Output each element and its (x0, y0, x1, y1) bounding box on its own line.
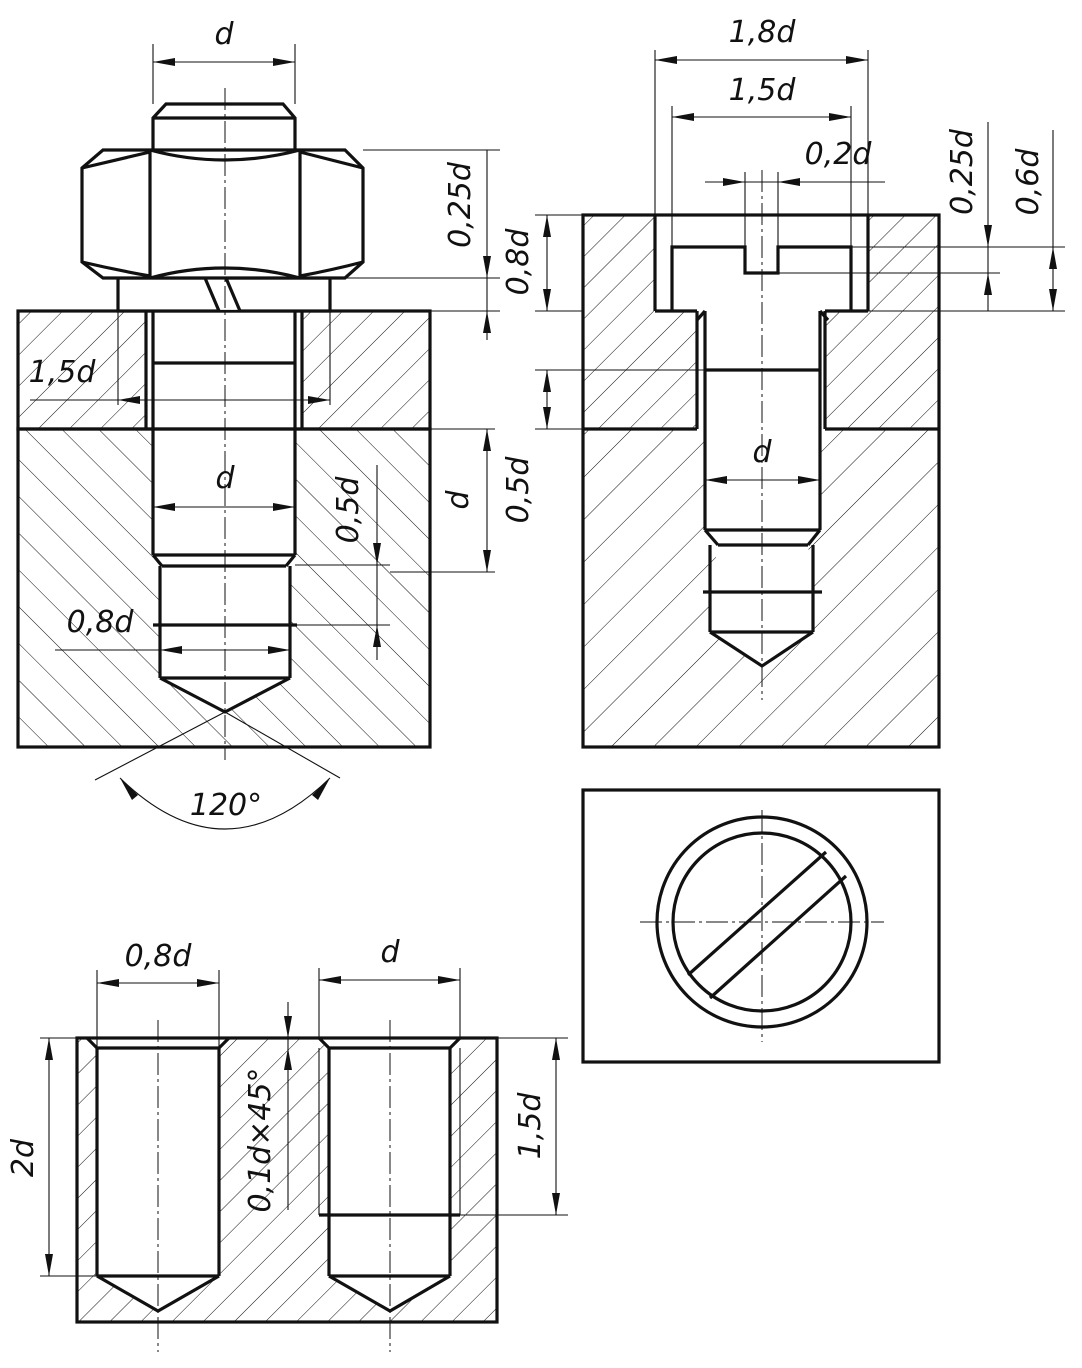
dim-chamfer: 0,1d×45° (243, 1067, 278, 1212)
upper-plate-hatch-left (18, 311, 146, 429)
dim-025d-washer: 0,25d (443, 161, 478, 248)
dim-d-shank: d (215, 461, 235, 496)
dim-angle-120: 120° (190, 788, 262, 823)
holes-block-outline (75, 1036, 499, 1324)
dim-08d-side: 0,8d (501, 228, 536, 296)
screw-top-view (581, 788, 941, 1064)
top-view-frame (581, 788, 941, 1064)
dim-05d-engagement: 0,5d (501, 456, 536, 524)
screw-block-outline (581, 213, 941, 749)
dim-15d-head: 1,5d (729, 73, 797, 108)
dim-15d-thread: 1,5d (513, 1092, 548, 1160)
lower-block-outline (16, 427, 432, 749)
dim-08d-tap: 0,8d (67, 605, 135, 640)
dim-18d: 1,8d (729, 15, 797, 50)
dim-02d-slot: 0,2d (805, 137, 873, 172)
upper-plate-hatch-right (302, 311, 430, 429)
hex-nut (80, 148, 365, 280)
screw-assembly-view: 1,8d 1,5d 0,2d 0,25d 0,6d (535, 15, 1065, 749)
bolt-end (151, 102, 297, 157)
lower-block-hatch-right (295, 429, 430, 747)
dim-08d-drill: 0,8d (125, 939, 193, 974)
bolt-assembly-view: d 0,25d 0,8d 1,5d d 0,5d d (16, 17, 536, 830)
dim-2d: 2d (6, 1138, 41, 1177)
dim-d-engagement: d (441, 490, 476, 510)
dim-06d-head: 0,6d (1011, 148, 1046, 216)
dim-025d-slot: 0,25d (945, 128, 980, 215)
dim-15d-washer: 1,5d (29, 355, 97, 390)
dim-d-tap: d (380, 935, 400, 970)
dim-d-top: d (214, 17, 234, 52)
dim-05d-thread: 0,5d (331, 476, 366, 544)
lower-block-hatch-left (18, 429, 153, 747)
holes-view: 0,8d d 2d 0,1d×45° 1,5d (6, 935, 568, 1352)
dim-d-screw: d (752, 435, 772, 470)
